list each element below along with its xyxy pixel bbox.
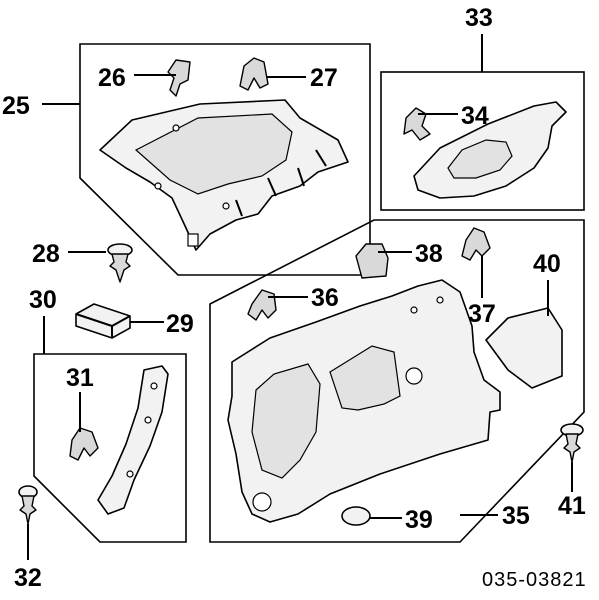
grommet-39 bbox=[341, 506, 371, 526]
callout-33: 33 bbox=[465, 4, 493, 32]
push-rivet-41 bbox=[560, 423, 584, 492]
panel-hole bbox=[154, 182, 162, 190]
retainer-clip-26 bbox=[167, 59, 191, 97]
callout-37: 37 bbox=[468, 300, 496, 328]
callout-28: 28 bbox=[32, 240, 60, 268]
trim-lamp-hole bbox=[405, 367, 423, 385]
trim-hole bbox=[144, 416, 152, 424]
callout-34: 34 bbox=[461, 102, 489, 130]
group-30-frame bbox=[33, 353, 187, 543]
retainer-clip-36 bbox=[247, 289, 277, 321]
trim-small-hole bbox=[410, 306, 418, 314]
panel-hole bbox=[172, 124, 180, 132]
pad-edge bbox=[75, 313, 131, 338]
group-33-panel bbox=[380, 34, 585, 211]
callout-32: 32 bbox=[14, 564, 42, 592]
push-rivet-32 bbox=[18, 485, 38, 560]
callout-30: 30 bbox=[29, 286, 57, 314]
group-25-panel bbox=[42, 43, 371, 276]
retainer-clip-34 bbox=[403, 107, 431, 141]
rivet-body bbox=[109, 253, 131, 283]
callout-29: 29 bbox=[166, 310, 194, 338]
panel-window-recess bbox=[134, 113, 293, 195]
callout-26: 26 bbox=[98, 64, 126, 92]
group-30-panel bbox=[33, 316, 187, 543]
cover-40 bbox=[485, 307, 563, 389]
foam-pad-29 bbox=[75, 303, 164, 339]
callout-31: 31 bbox=[66, 364, 94, 392]
pillar-trim-30 bbox=[97, 365, 169, 515]
retainer-clip-27 bbox=[239, 57, 269, 91]
group-35-frame bbox=[209, 219, 585, 543]
push-rivet-28 bbox=[68, 243, 133, 283]
garnish-handle-recess bbox=[447, 139, 513, 179]
retainer-clip-37 bbox=[461, 227, 491, 261]
callout-36: 36 bbox=[311, 284, 339, 312]
retainer-clip-31 bbox=[69, 427, 99, 461]
rivet-body bbox=[19, 495, 37, 525]
callout-41: 41 bbox=[558, 492, 586, 520]
callout-27: 27 bbox=[310, 64, 338, 92]
pad-body bbox=[75, 303, 131, 339]
panel-hole bbox=[222, 202, 230, 210]
trim-round-hole bbox=[252, 492, 272, 512]
diagram-code: 035-03821 bbox=[482, 569, 587, 591]
rivet-body bbox=[563, 433, 581, 463]
callout-39: 39 bbox=[405, 506, 433, 534]
trim-hole bbox=[126, 470, 134, 478]
callout-38: 38 bbox=[415, 240, 443, 268]
panel-edge-detail bbox=[235, 149, 327, 217]
callout-35: 35 bbox=[502, 502, 530, 530]
callout-40: 40 bbox=[533, 250, 561, 278]
panel-clip-slot bbox=[187, 233, 199, 247]
trim-recess bbox=[251, 363, 321, 479]
storage-pocket bbox=[329, 345, 401, 411]
callout-25: 25 bbox=[2, 92, 30, 120]
cap-38 bbox=[355, 243, 389, 279]
group-25-frame bbox=[79, 43, 371, 276]
trim-hole bbox=[150, 382, 158, 390]
trim-small-hole bbox=[436, 296, 444, 304]
group-35-panel bbox=[209, 219, 585, 543]
